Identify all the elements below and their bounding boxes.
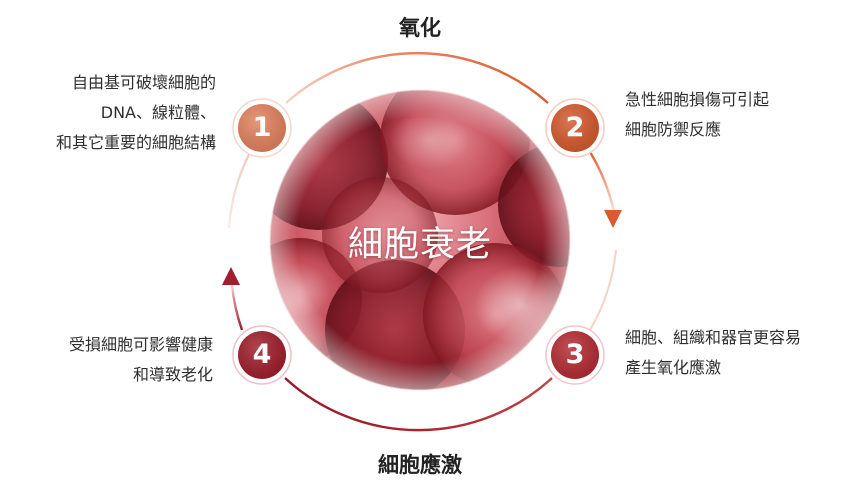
- arc-bottom: [284, 377, 553, 432]
- step-3-line-1: 細胞、組織和器官更容易: [625, 328, 802, 347]
- arc-right: [588, 151, 616, 213]
- arc-top: [285, 52, 549, 104]
- step-4-number: 4: [252, 339, 272, 370]
- arc-left: [230, 284, 244, 331]
- cell-rim: [269, 89, 571, 391]
- step-1-line-2: DNA、線粒體、: [100, 103, 216, 122]
- step-badge-3-circle: [545, 325, 605, 385]
- step-badge-2-circle: [545, 98, 605, 158]
- center-title: 細胞衰老: [347, 225, 492, 265]
- step-2-description: 急性細胞損傷可引起 細胞防禦反應: [625, 85, 769, 145]
- arrow-left-up-icon: [222, 267, 240, 285]
- step-4-description: 受損細胞可影響健康 和導致老化: [69, 330, 213, 390]
- phase-label-cell-stress: 細胞應激: [378, 453, 462, 477]
- step-4-line-2: 和導致老化: [132, 365, 213, 384]
- step-1-line-3: 和其它重要的細胞結構: [55, 133, 216, 152]
- step-badge-4-circle: [232, 325, 292, 385]
- arc-right-lower: [589, 249, 617, 331]
- step-2-line-2: 細胞防禦反應: [625, 120, 722, 139]
- step-4-line-1: 受損細胞可影響健康: [68, 335, 213, 354]
- step-1-number: 1: [252, 112, 272, 143]
- phase-label-oxidation: 氧化: [399, 16, 441, 40]
- arrow-right-down-icon: [604, 210, 622, 228]
- step-1-line-1: 自由基可破壞細胞的: [71, 73, 216, 92]
- step-3-number: 3: [565, 339, 585, 370]
- step-2-line-1: 急性細胞損傷可引起: [625, 90, 770, 109]
- step-badge-1-circle: [232, 98, 292, 158]
- step-2-number: 2: [565, 112, 585, 143]
- step-1-description: 自由基可破壞細胞的 DNA、線粒體、 和其它重要的細胞結構: [56, 68, 216, 158]
- step-3-description: 細胞、組織和器官更容易 產生氧化應激: [625, 323, 801, 383]
- step-3-line-2: 產生氧化應激: [625, 358, 722, 377]
